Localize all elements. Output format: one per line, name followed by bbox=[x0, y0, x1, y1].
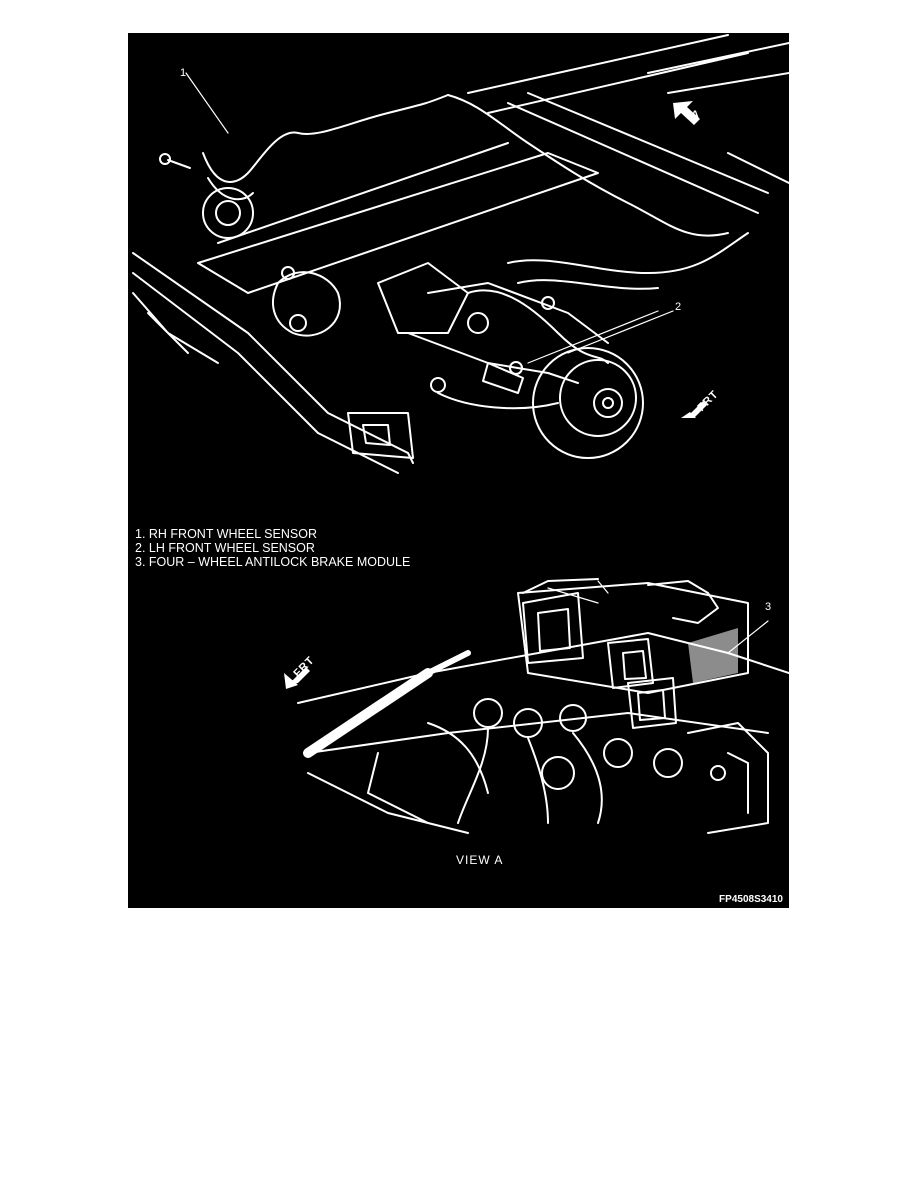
callout-1: 1 bbox=[180, 67, 187, 79]
chassis-illustration bbox=[132, 34, 789, 474]
diagram-panel: 1 2 3 A FRT FRT 1. RH FRONT WHEEL SENSOR… bbox=[128, 33, 789, 908]
legend-item-2: 2. LH FRONT WHEEL SENSOR bbox=[135, 541, 315, 555]
legend-item-1: 1. RH FRONT WHEEL SENSOR bbox=[135, 527, 317, 541]
callout-2: 2 bbox=[675, 301, 682, 313]
view-a-caption: VIEW A bbox=[456, 853, 504, 867]
legend: 1. RH FRONT WHEEL SENSOR 2. LH FRONT WHE… bbox=[135, 527, 410, 569]
legend-item-3: 3. FOUR – WHEEL ANTILOCK BRAKE MODULE bbox=[135, 555, 411, 569]
figure-code: FP4508S3410 bbox=[719, 894, 783, 905]
callout-3: 3 bbox=[765, 601, 772, 613]
module-view-a-illustration bbox=[284, 578, 789, 834]
view-arrow-label: A bbox=[691, 109, 700, 121]
